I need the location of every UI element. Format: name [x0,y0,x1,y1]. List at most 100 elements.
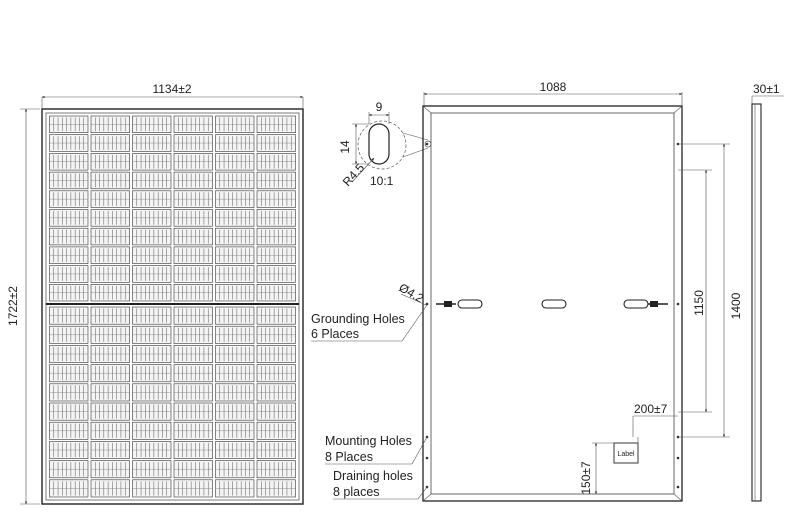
solar-cell [49,209,89,227]
solar-cell [90,265,130,283]
solar-cell [132,153,172,171]
solar-cell [173,153,213,171]
solar-cell [90,283,130,302]
dim-1150: 1150 [692,290,706,316]
solar-cell [173,134,213,152]
solar-cell [215,283,255,302]
dim-150: 150±7 [579,461,593,495]
solar-cell [132,209,172,227]
solar-cell [215,153,255,171]
solar-cell [215,134,255,152]
solar-cell [49,306,89,325]
rear-width-dim: 1088 [540,80,567,94]
solar-cell [215,325,255,344]
solar-cell [90,383,130,402]
solar-cell [215,246,255,264]
solar-cell [256,364,296,383]
solar-cell [132,265,172,283]
solar-cell [90,115,130,134]
solar-cell [256,227,296,246]
mounting-holes-left [425,142,429,489]
solar-cell [90,246,130,264]
solar-cell [173,325,213,344]
solar-cell [49,265,89,283]
rear-frame-inner [430,112,675,495]
solar-cell [173,345,213,363]
solar-cell [49,383,89,402]
solar-cell [132,441,172,459]
solar-cell [90,190,130,208]
solar-cell [215,479,255,498]
side-frame [751,103,762,502]
detail-scale: 10:1 [370,174,394,188]
solar-cell [132,345,172,363]
solar-cell [256,209,296,227]
solar-cell [90,171,130,190]
solar-cell [215,209,255,227]
solar-cell [132,460,172,479]
solar-cell [132,421,172,440]
solar-cell [173,171,213,190]
solar-cell [256,479,296,498]
junction-box-left [457,299,483,309]
front-frame-outer [41,108,304,505]
solar-cell [132,115,172,134]
solar-cell [215,364,255,383]
solar-cell [173,364,213,383]
junction-box-right [623,299,649,309]
solar-cell [49,421,89,440]
solar-cell [173,227,213,246]
solar-cell [90,402,130,421]
junction-box-row [436,299,668,309]
solar-cell [90,460,130,479]
solar-cell [256,306,296,325]
solar-cell [215,383,255,402]
solar-cell [256,283,296,302]
solar-cell [256,115,296,134]
solar-cell [132,364,172,383]
solar-cell [49,402,89,421]
solar-cell [215,441,255,459]
solar-cell [132,479,172,498]
solar-cell [49,364,89,383]
solar-cell [256,325,296,344]
solar-cell [49,227,89,246]
slot-shape [368,123,390,165]
mounting-holes-right [676,142,680,489]
solar-cell [90,421,130,440]
solar-cell [49,283,89,302]
solar-cell [173,190,213,208]
grounding-holes-count: 6 Places [311,327,359,341]
solar-cell [173,460,213,479]
solar-cell [49,171,89,190]
solar-cell [215,190,255,208]
hole-diameter-label: Ø4.2 [397,280,427,305]
solar-cell [90,227,130,246]
solar-cell [256,246,296,264]
solar-cell [256,383,296,402]
side-view: 30±1 [751,82,784,502]
solar-cell [49,115,89,134]
solar-cell [173,283,213,302]
solar-cell [173,402,213,421]
solar-cell [256,441,296,459]
solar-cell [173,441,213,459]
solar-cell [90,364,130,383]
solar-cell [173,421,213,440]
mounting-holes-count: 8 Places [325,450,373,464]
detail-height-dim: 14 [338,140,352,154]
solar-cell [256,402,296,421]
solar-cell [173,479,213,498]
solar-cell [132,134,172,152]
solar-cell [49,460,89,479]
front-height-dim: 1722±2 [6,286,20,326]
solar-cell [90,345,130,363]
detail-radius: R4.5 [340,161,368,189]
dim-1400: 1400 [729,292,743,319]
solar-cell [173,209,213,227]
solar-cell [49,441,89,459]
solar-cell [49,345,89,363]
solar-cell [256,134,296,152]
solar-cell [256,190,296,208]
solar-cell [49,153,89,171]
